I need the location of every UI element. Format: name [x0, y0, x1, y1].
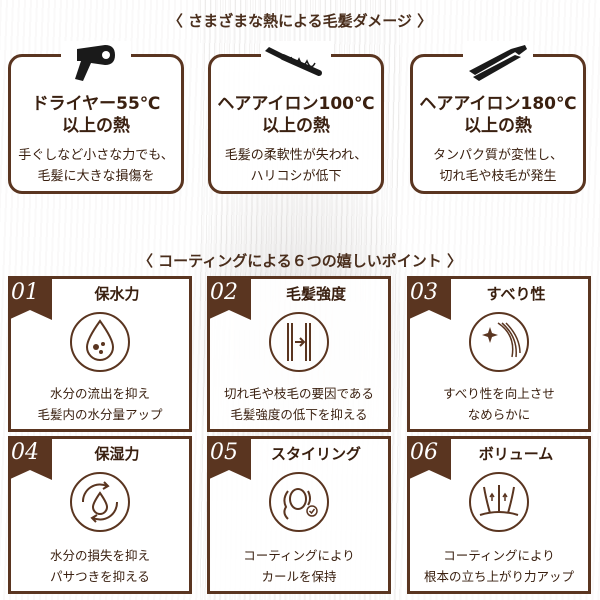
curl-styling-icon	[269, 472, 329, 532]
point-desc-line2: カールを保持	[261, 569, 337, 584]
heat-card-title-line1: ヘアアイロン100℃	[217, 94, 375, 114]
point-desc-line1: 水分の流出を抑え	[49, 386, 150, 401]
point-desc-line1: すべり性を向上させ	[443, 386, 555, 401]
point-number-badge	[8, 276, 52, 320]
heat-card-desc-line1: 手ぐしなど小さな力でも、	[18, 148, 174, 163]
point-desc-line2: 根本の立ち上がり力アップ	[423, 569, 574, 584]
point-number-badge	[207, 276, 251, 320]
smooth-hair-icon	[469, 312, 529, 372]
point-number-badge	[407, 276, 451, 320]
heat-section-title: 〈 さまざまな熱による毛髪ダメージ 〉	[167, 12, 433, 30]
heat-card-title-line2: 以上の熱	[62, 116, 130, 136]
point-card-06: 06 ボリューム コーティングにより 根本の立ち上がり力アップ	[407, 436, 591, 594]
heat-card-desc-line1: 毛髪の柔軟性が失われ、	[224, 148, 368, 163]
heat-card-title: ヘアアイロン180℃ 以上の熱	[413, 93, 583, 137]
heat-card-title: ドライヤー55℃ 以上の熱	[11, 93, 181, 137]
points-section-title: 〈 コーティングによる６つの嬉しいポイント 〉	[137, 252, 463, 270]
flat-iron-icon	[463, 41, 533, 85]
point-number-badge	[407, 436, 451, 480]
heat-card-desc-line2: 切れ毛や枝毛が発生	[439, 169, 557, 184]
point-title: 保湿力	[94, 445, 140, 463]
point-card-02: 02 毛髪強度 切れ毛や枝毛の要因である 毛髪強度の低下を抑える	[207, 276, 391, 432]
heat-card-title: ヘアアイロン100℃ 以上の熱	[211, 93, 381, 137]
point-desc: 切れ毛や枝毛の要因である 毛髪強度の低下を抑える	[210, 383, 388, 425]
point-desc: すべり性を向上させ なめらかに	[410, 383, 588, 425]
heat-card-title-line1: ドライヤー55℃	[31, 94, 161, 114]
point-title: スタイリング	[270, 445, 361, 463]
moisture-cycle-icon	[70, 472, 130, 532]
volume-root-icon	[469, 472, 529, 532]
heat-card-title-line2: 以上の熱	[262, 116, 330, 136]
point-title: 毛髪強度	[285, 285, 346, 303]
point-card-03: 03 すべり性 すべり性を向上させ なめらかに	[407, 276, 591, 432]
point-number-badge	[207, 436, 251, 480]
point-desc-line1: コーティングにより	[243, 548, 355, 563]
heat-card-desc-line1: タンパク質が変性し、	[432, 148, 563, 163]
point-desc-line1: コーティングにより	[443, 548, 555, 563]
point-desc-line1: 切れ毛や枝毛の要因である	[224, 386, 374, 401]
point-desc-line2: 毛髪強度の低下を抑える	[230, 407, 368, 422]
heat-card-desc: 手ぐしなど小さな力でも、 毛髪に大きな損傷を	[11, 145, 181, 187]
point-number-badge	[8, 436, 52, 480]
point-card-04: 04 保湿力 水分の損失を抑え パサつきを抑える	[8, 436, 192, 594]
heat-card-desc-line2: 毛髪に大きな損傷を	[37, 169, 155, 184]
heat-card-desc: タンパク質が変性し、 切れ毛や枝毛が発生	[413, 145, 583, 187]
point-desc-line2: パサつきを抑える	[50, 569, 150, 584]
heat-card-curling-iron: ヘアアイロン100℃ 以上の熱 毛髪の柔軟性が失われ、 ハリコシが低下	[208, 41, 384, 194]
point-desc: 水分の流出を抑え 毛髪内の水分量アップ	[11, 383, 189, 425]
point-desc-line2: 毛髪内の水分量アップ	[37, 407, 163, 422]
point-card-05: 05 スタイリング コーティングにより カールを保持	[207, 436, 391, 594]
water-drop-icon	[70, 312, 130, 372]
point-title: ボリューム	[478, 445, 554, 463]
hair-strength-icon	[269, 312, 329, 372]
heat-card-desc-line2: ハリコシが低下	[250, 169, 342, 184]
heat-card-dryer: ドライヤー55℃ 以上の熱 手ぐしなど小さな力でも、 毛髪に大きな損傷を	[8, 41, 184, 194]
heat-card-desc: 毛髪の柔軟性が失われ、 ハリコシが低下	[211, 145, 381, 187]
point-desc: コーティングにより カールを保持	[210, 545, 388, 587]
point-desc: コーティングにより 根本の立ち上がり力アップ	[410, 545, 588, 587]
point-desc-line1: 水分の損失を抑え	[49, 548, 150, 563]
point-title: すべり性	[486, 285, 546, 303]
point-desc: 水分の損失を抑え パサつきを抑える	[11, 545, 189, 587]
point-title: 保水力	[94, 285, 140, 303]
heat-card-flat-iron: ヘアアイロン180℃ 以上の熱 タンパク質が変性し、 切れ毛や枝毛が発生	[410, 41, 586, 194]
point-card-01: 01 保水力 水分の流出を抑え 毛髪内の水分量アップ	[8, 276, 192, 432]
heat-card-title-line2: 以上の熱	[464, 116, 532, 136]
hair-dryer-icon	[61, 41, 131, 85]
curling-iron-icon	[261, 41, 331, 85]
heat-card-title-line1: ヘアアイロン180℃	[419, 94, 577, 114]
point-desc-line2: なめらかに	[467, 407, 531, 422]
